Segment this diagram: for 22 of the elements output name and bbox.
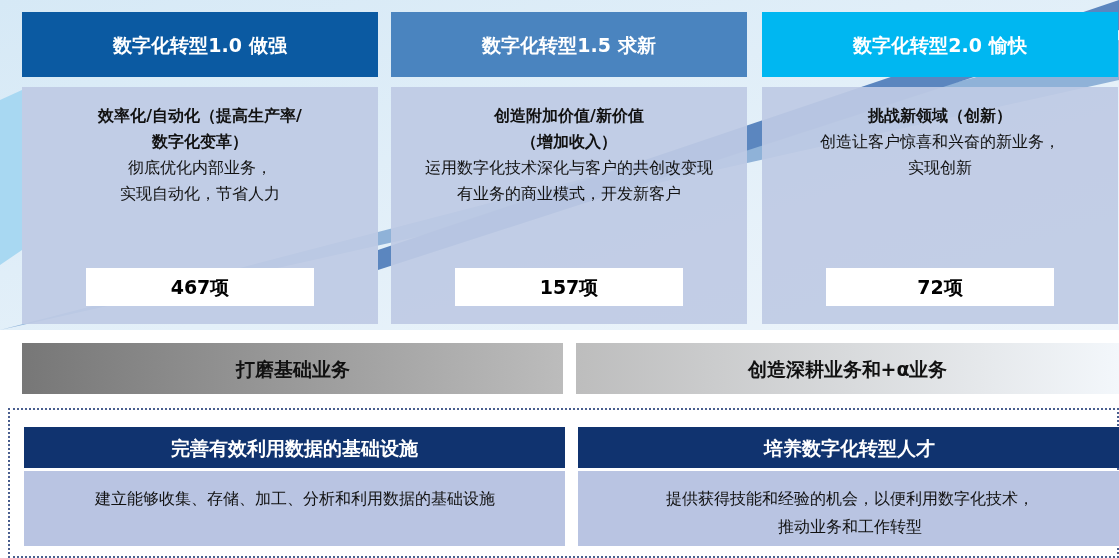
dotted-frame — [8, 408, 1119, 558]
card-description: 创造让客户惊喜和兴奋的新业务，实现创新 — [819, 131, 1061, 179]
foundation-header: 培养数字化转型人才 — [578, 427, 1119, 468]
card-description: 运用数字化技术深化与客户的共创改变现有业务的商业模式，开发新客户 — [424, 157, 714, 205]
foundation-header: 完善有效利用数据的基础设施 — [24, 427, 565, 468]
card-heading: 创造附加价值/新价值（增加收入） — [493, 105, 645, 153]
count-tag: 467项 — [86, 268, 314, 306]
count-tag: 157项 — [455, 268, 683, 306]
stage-header: 数字化转型1.0 做强 — [22, 12, 378, 77]
stage-card — [22, 87, 378, 324]
card-description: 彻底优化内部业务，实现自动化，节省人力 — [119, 157, 281, 205]
stage-card — [391, 87, 747, 324]
foundation-description: 建立能够收集、存储、加工、分析和利用数据的基础设施 — [24, 471, 565, 546]
card-heading: 效率化/自动化（提高生产率/数字化变革） — [97, 105, 303, 153]
business-banner: 创造深耕业务和+α业务 — [576, 343, 1119, 394]
stage-card — [762, 87, 1118, 324]
stage-header: 数字化转型2.0 愉快 — [762, 12, 1118, 77]
count-tag: 72项 — [826, 268, 1054, 306]
stage-header: 数字化转型1.5 求新 — [391, 12, 747, 77]
card-heading: 挑战新领域（创新） — [866, 105, 1013, 127]
business-banner: 打磨基础业务 — [22, 343, 563, 394]
foundation-description: 提供获得技能和经验的机会，以便利用数字化技术，推动业务和工作转型 — [578, 471, 1119, 546]
